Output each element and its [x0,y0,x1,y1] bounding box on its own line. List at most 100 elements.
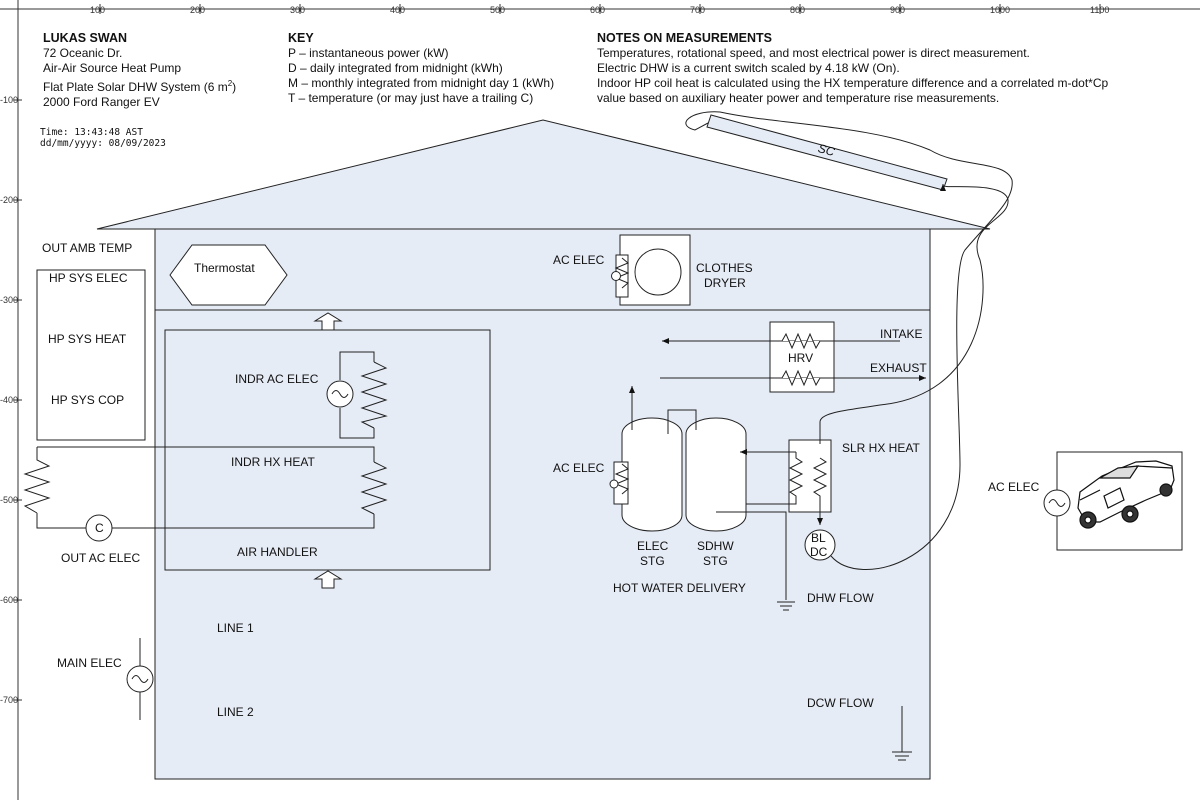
notes-block: NOTES ON MEASUREMENTS Temperatures, rota… [597,31,1108,106]
hrv-label: HRV [788,351,813,365]
ruler-x-label: 800 [790,5,805,15]
ruler-x-label: 300 [290,5,305,15]
elec-tank [621,417,683,532]
solar-hx [740,439,836,561]
hp-sys-heat-label: HP SYS HEAT [48,332,127,346]
pump-dc-label: DC [810,545,828,559]
air-handler-label: AIR HANDLER [237,545,318,559]
hrv-unit [660,321,926,393]
owner-line4: Flat Plate Solar DHW System (6 m2) [43,79,237,94]
pump-bl-dc-icon [804,529,836,561]
indr-hx-heat-label: INDR HX HEAT [231,455,315,469]
ruler-x-label: 200 [190,5,205,15]
owner-name: LUKAS SWAN [43,31,128,45]
ruler-x-label: 400 [390,5,405,15]
slr-hx-heat-label: SLR HX HEAT [842,441,920,455]
notes-item: value based on auxiliary heater power an… [597,91,1000,105]
notes-title: NOTES ON MEASUREMENTS [597,31,773,45]
notes-item: Electric DHW is a current switch scaled … [597,61,900,75]
indoor-heater-circuit [326,351,388,439]
ruler-y-label: -500 [0,495,18,505]
key-item: D – daily integrated from midnight (kWh) [288,61,503,75]
hp-sys-elec-label: HP SYS ELEC [49,271,128,285]
sdhw-stg-label: STG [703,554,728,568]
dryer-box [619,234,691,306]
owner-line5: 2000 Ford Ranger EV [43,95,160,109]
ruler-y-label: -200 [0,195,18,205]
line2-label: LINE 2 [217,705,254,719]
dryer-label: DRYER [704,276,746,290]
dhw-ac-source-icon [609,479,619,489]
clothes-label: CLOTHES [696,261,753,275]
air-up-arrow-bottom [313,570,343,589]
hrv-exhaust-coil [781,369,821,387]
ruler-x-label: 700 [690,5,705,15]
ruler-y-label: -700 [0,695,18,705]
key-block: KEY P – instantaneous power (kW) D – dai… [288,31,554,106]
sdhw-label: SDHW [697,539,734,553]
ruler-y-label: -600 [0,595,18,605]
line1-label: LINE 1 [217,621,254,635]
exhaust-label: EXHAUST [870,361,927,375]
ruler-x-label: 1100 [1090,5,1109,15]
ruler-x-label: 600 [590,5,605,15]
compressor-icon [85,514,113,542]
thermostat-label: Thermostat [194,261,255,275]
intake-label: INTAKE [880,327,922,341]
key-item: P – instantaneous power (kW) [288,46,449,60]
outdoor-coil [23,447,51,514]
ruler-x-label: 1000 [990,5,1010,15]
air-up-arrow-top [313,312,343,331]
refrigerant-loop [23,446,388,542]
timestamp: Time: 13:43:48 AST dd/mm/yyyy: 08/09/202… [40,127,166,149]
out-ac-elec-label: OUT AC ELEC [61,551,140,565]
dhw-flow-label: DHW FLOW [807,591,874,605]
ruler-x-label: 900 [890,5,905,15]
hp-sys-cop-label: HP SYS COP [51,393,124,407]
out-amb-temp-label: OUT AMB TEMP [42,241,132,255]
main-elec-label: MAIN ELEC [57,656,122,670]
elec-label: ELEC [637,539,669,553]
solar-loop [685,111,1013,570]
indoor-heater-resistor [360,361,388,429]
storage-tanks [609,386,795,611]
hp-sys-panel [36,269,146,441]
indoor-coil [360,461,388,515]
owner-block: LUKAS SWAN 72 Oceanic Dr. Air-Air Source… [43,31,236,110]
ruler-x-label: 100 [90,5,105,15]
timestamp-date: dd/mm/yyyy: 08/09/2023 [40,138,166,149]
ruler-x-label: 500 [490,5,505,15]
dhw-ac-elec-label: AC ELEC [553,461,605,475]
clothes-dryer [611,234,691,306]
dryer-drum-icon [634,248,682,296]
notes-item: Temperatures, rotational speed, and most… [597,46,1030,60]
key-title: KEY [288,31,314,45]
pump-bl-label: BL [811,531,826,545]
main-elec-circuit [126,638,154,720]
ruler-y-label: -100 [0,95,18,105]
ruler-y-label: -400 [0,395,18,405]
elec-stg-label: STG [640,554,665,568]
owner-address: 72 Oceanic Dr. [43,46,123,60]
key-item: M – monthly integrated from midnight day… [288,76,555,90]
owner-line3: Air-Air Source Heat Pump [43,61,182,75]
slr-hx-coil [812,457,828,525]
slr-hx-box [788,439,832,513]
sc-label: SC [816,141,836,159]
thermostat-symbol[interactable] [169,244,288,306]
key-item: T – temperature (or may just have a trai… [288,91,534,105]
pickup-truck-icon [1077,460,1175,529]
dcw-flow-label: DCW FLOW [807,696,874,710]
ev-ac-elec-label: AC ELEC [988,480,1040,494]
compressor-label: C [95,521,104,535]
hot-water-delivery-label: HOT WATER DELIVERY [613,581,746,595]
hrv-intake-coil [781,332,821,350]
dryer-ac-source-icon [611,271,621,281]
timestamp-time: Time: 13:43:48 AST [40,127,143,138]
ruler-y-label: -300 [0,295,18,305]
indr-ac-elec-label: INDR AC ELEC [235,372,319,386]
sdhw-tank [685,417,747,532]
